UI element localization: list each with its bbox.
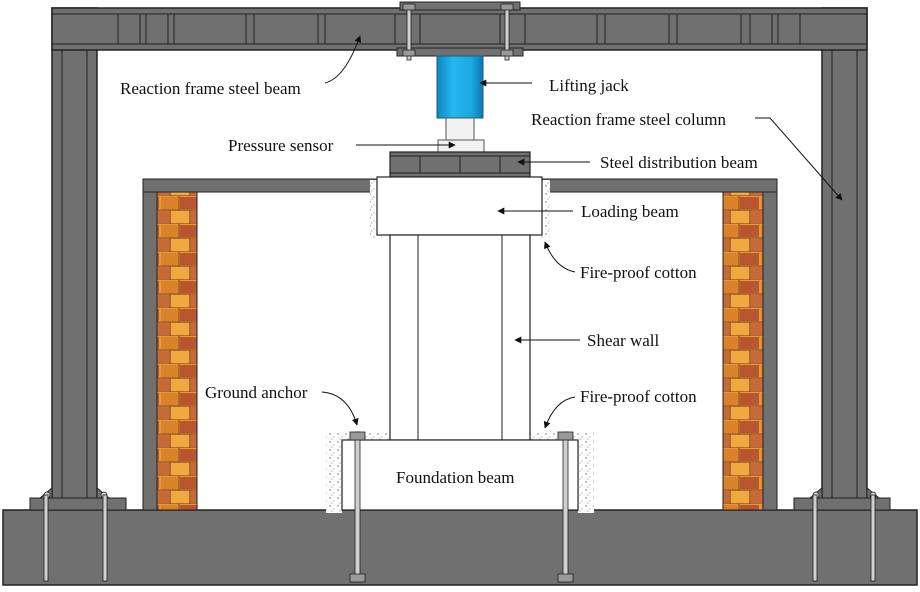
label-reaction-beam: Reaction frame steel beam [120,79,301,98]
ground-anchor-right [557,431,574,583]
reaction-beam [51,1,868,51]
brick-wall-left [142,189,198,511]
label-fireproof-cotton-top: Fire-proof cotton [580,263,697,282]
jack-mount-plate [396,3,524,61]
column-base-anchors [43,494,876,582]
leader-ground-anchor [321,391,359,426]
shear-wall [389,234,531,441]
leader-fireproof-top [543,241,576,273]
brick-wall-right [722,189,778,511]
label-foundation-beam: Foundation beam [396,468,515,487]
lifting-jack [436,55,484,119]
leader-reaction-column [755,117,843,201]
distribution-beam [389,151,531,178]
label-pressure-sensor: Pressure sensor [228,136,334,155]
loading-beam [376,176,543,236]
leader-fireproof-bottom [543,396,576,429]
foundation-beam [341,439,579,511]
label-shear-wall: Shear wall [587,331,660,350]
ground-slab [2,509,918,586]
leader-reaction-beam [324,35,362,84]
label-loading-beam: Loading beam [581,202,679,221]
label-reaction-column: Reaction frame steel column [531,110,726,129]
label-distribution-beam: Steel distribution beam [600,153,758,172]
enclosure-top-slab [142,178,778,193]
label-ground-anchor: Ground anchor [205,383,308,402]
reaction-column-right [793,7,891,511]
reaction-column-left [29,7,127,511]
label-fireproof-cotton-bottom: Fire-proof cotton [580,387,697,406]
label-lifting-jack: Lifting jack [549,76,629,95]
pressure-sensor [437,117,485,153]
leader-lines [321,35,843,429]
ground-anchor-left [349,431,366,583]
